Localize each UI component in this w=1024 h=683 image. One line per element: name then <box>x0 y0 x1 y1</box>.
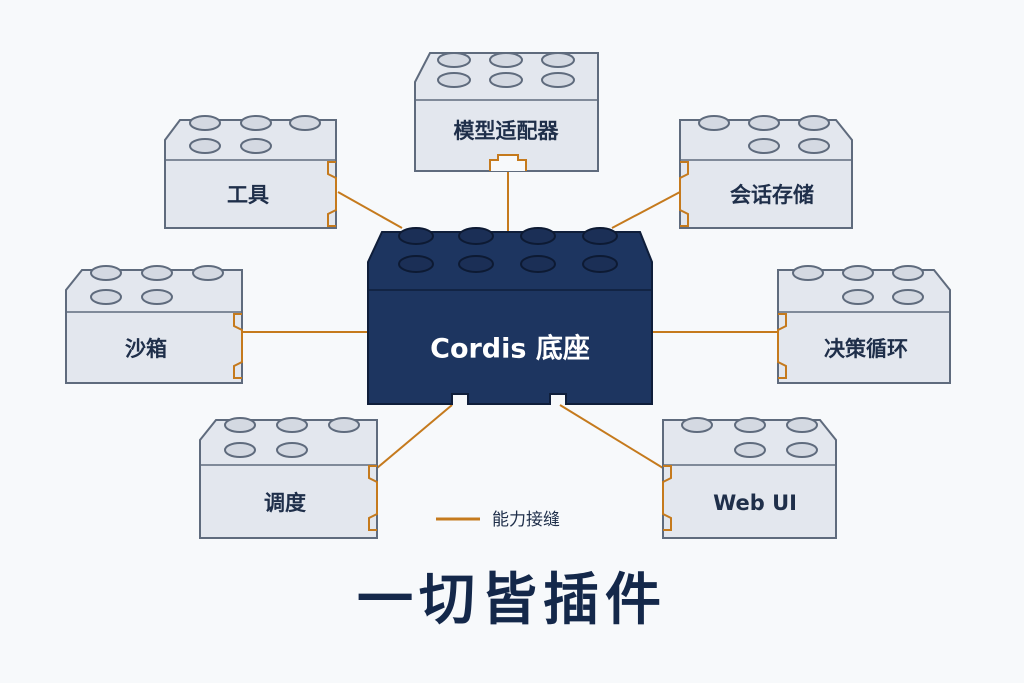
plugin-label-session-storage: 会话存储 <box>730 183 814 207</box>
core-brick: Cordis 底座 <box>367 227 653 405</box>
plugin-brick-sandbox: 沙箱 <box>65 265 243 384</box>
plugin-brick-model-adapter: 模型适配器 <box>414 52 599 172</box>
core-label: Cordis 底座 <box>430 333 590 365</box>
plugin-brick-tools: 工具 <box>164 115 337 229</box>
slogan-title: 一切皆插件 <box>357 568 667 633</box>
seam-tools <box>337 191 403 229</box>
legend: 能力接缝 <box>436 510 560 530</box>
plugin-label-model-adapter: 模型适配器 <box>454 119 560 143</box>
seam-session-storage <box>611 191 681 229</box>
plugin-label-web-ui: Web UI <box>713 491 797 515</box>
plugin-label-decision-loop: 决策循环 <box>824 337 908 361</box>
legend-label: 能力接缝 <box>492 510 560 530</box>
seam-web-ui <box>559 404 664 469</box>
plugin-brick-web-ui: Web UI <box>662 417 837 539</box>
plugin-brick-decision-loop: 决策循环 <box>777 265 951 384</box>
seam-scheduling <box>376 404 453 469</box>
plugin-label-tools: 工具 <box>227 183 269 207</box>
plugin-brick-session-storage: 会话存储 <box>679 115 853 229</box>
plugin-label-scheduling: 调度 <box>264 491 306 515</box>
plugin-label-sandbox: 沙箱 <box>125 337 167 361</box>
connector-lines <box>242 165 778 469</box>
plugin-brick-scheduling: 调度 <box>199 417 378 539</box>
